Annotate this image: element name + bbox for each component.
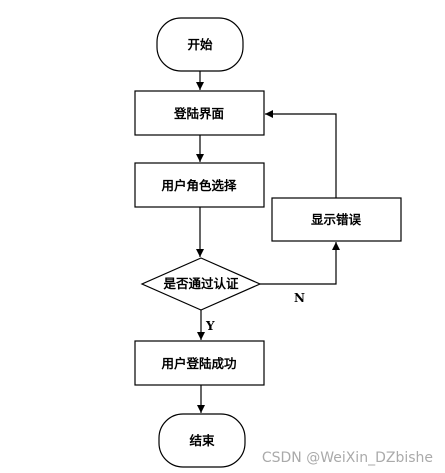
login-success-node: 用户登陆成功	[134, 340, 265, 386]
no-label: N	[294, 291, 305, 305]
show-error-node: 显示错误	[271, 197, 402, 242]
auth-check-label: 是否通过认证	[162, 276, 239, 291]
watermark: CSDN @WeiXin_DZbishe	[261, 450, 433, 466]
edge-error-to-login	[265, 110, 337, 198]
login-success-label: 用户登陆成功	[160, 356, 236, 371]
yes-label: Y	[205, 319, 215, 333]
role-select-node: 用户角色选择	[134, 162, 265, 208]
end-label: 结束	[189, 433, 215, 448]
show-error-label: 显示错误	[311, 212, 362, 227]
start-node: 开始	[156, 17, 244, 72]
edge-check-to-error	[260, 242, 340, 285]
login-page-node: 登陆界面	[134, 90, 265, 136]
auth-check-node: 是否通过认证	[140, 257, 262, 311]
role-select-label: 用户角色选择	[160, 178, 237, 193]
login-page-label: 登陆界面	[173, 106, 225, 121]
start-label: 开始	[187, 37, 213, 52]
end-node: 结束	[158, 413, 246, 468]
